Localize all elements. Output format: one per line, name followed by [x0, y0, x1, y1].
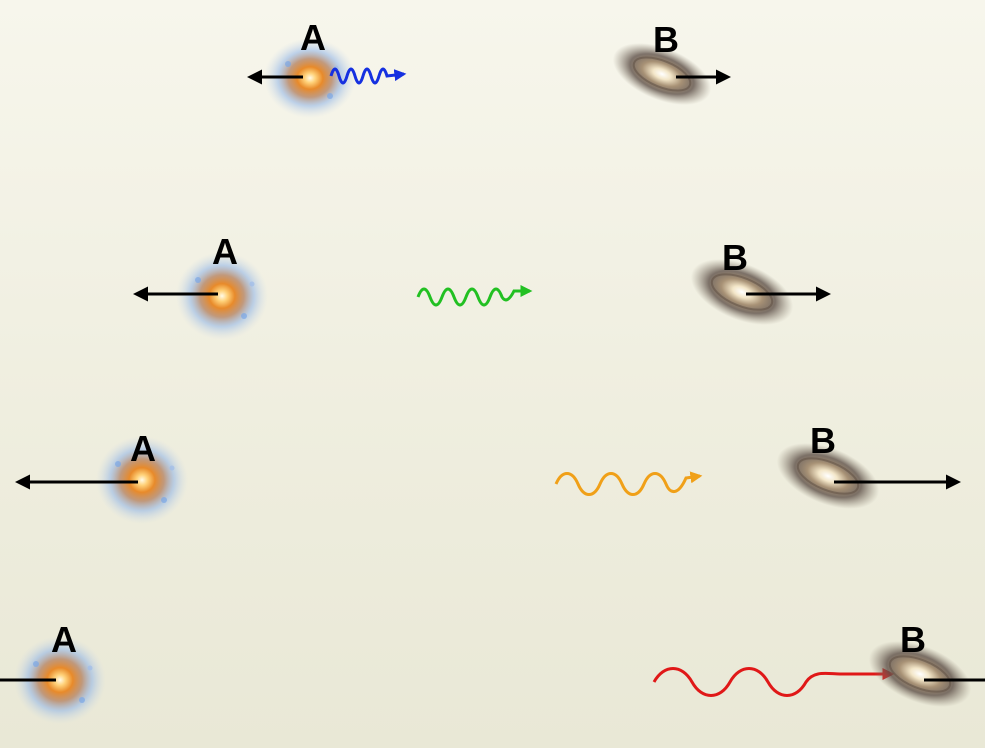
photon-wave-blue [329, 67, 407, 85]
galaxy-a-image [96, 436, 188, 524]
photon-wave-green [416, 285, 533, 307]
galaxy-b-label: B [722, 237, 748, 278]
photon-wave-orange [554, 471, 703, 496]
galaxy-a-image [14, 636, 106, 724]
galaxy-b-image [612, 43, 712, 105]
galaxy-b-label: B [810, 420, 836, 461]
stage-1: A B [247, 17, 731, 118]
galaxy-b-image [776, 443, 880, 509]
stage-3: A B [14, 420, 961, 524]
stage-4: A B [0, 619, 985, 724]
galaxy-a-label: A [300, 17, 326, 58]
galaxy-b-image [868, 641, 972, 707]
galaxy-a-label: A [130, 428, 156, 469]
galaxy-b-label: B [900, 619, 926, 660]
galaxy-a-label: A [51, 619, 77, 660]
stage-2: A B [133, 231, 831, 340]
galaxy-a-label: A [212, 231, 238, 272]
photon-wave-red [652, 667, 895, 697]
galaxy-a-image [176, 252, 268, 340]
galaxy-b-image [690, 259, 794, 325]
galaxy-b-label: B [653, 19, 679, 60]
